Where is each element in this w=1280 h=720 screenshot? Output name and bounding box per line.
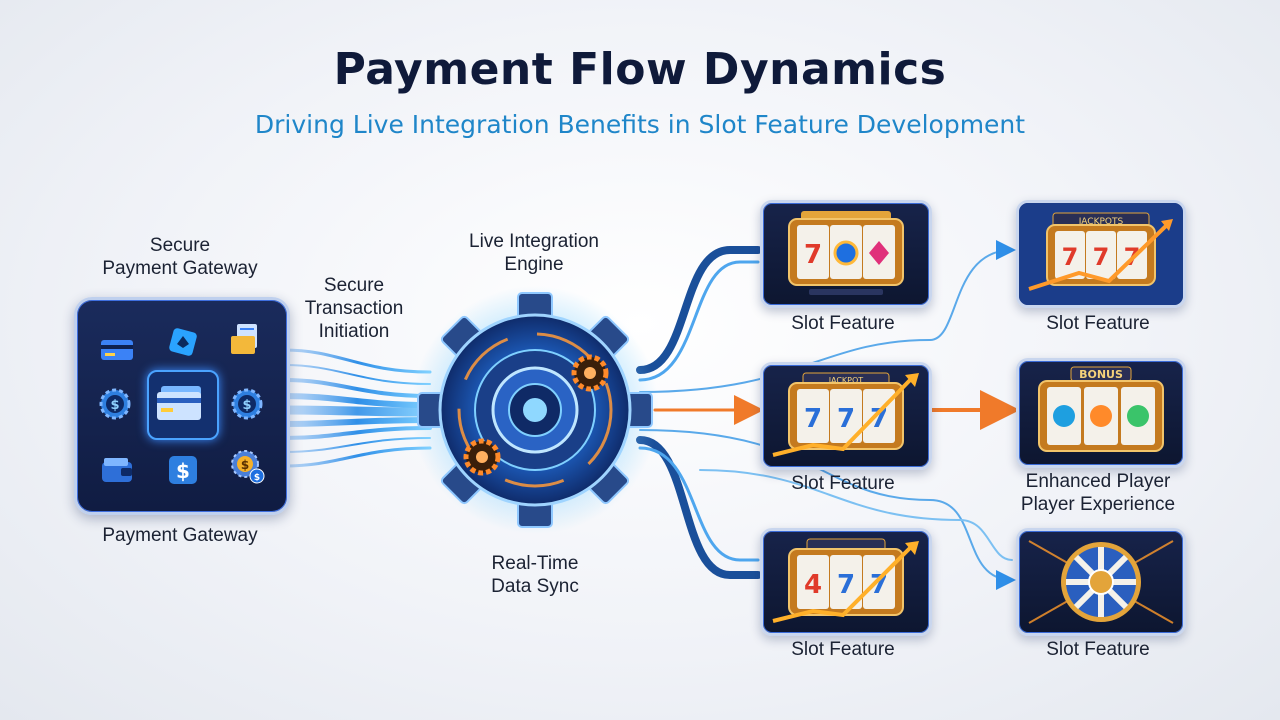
- svg-text:$: $: [241, 458, 249, 472]
- engine-label: Live Integration Engine: [434, 230, 634, 276]
- gateway-bottom-label: Payment Gateway: [102, 525, 258, 546]
- experience-label-line1: Enhanced Player: [1025, 471, 1171, 492]
- gateway-top-label-line2: Payment Gateway: [102, 258, 258, 279]
- svg-text:7: 7: [870, 570, 888, 600]
- slot-label-mid-middle: Slot Feature: [791, 473, 895, 494]
- page-title: Payment Flow Dynamics: [333, 44, 947, 95]
- slot-machine-jackpot-icon: JACKPOTS 7 7 7: [1019, 203, 1183, 305]
- engine-label-line1: Live Integration: [469, 231, 599, 252]
- slot-machine-bottom-icon: 4 7 7: [772, 538, 919, 623]
- experience-label-line2: Player Experience: [1020, 494, 1176, 515]
- svg-text:7: 7: [804, 240, 822, 270]
- payment-gateway-panel: $ $ $ $ $: [74, 297, 290, 515]
- svg-text:7: 7: [837, 404, 855, 434]
- center-card-box: [147, 370, 219, 440]
- slot-machine-bonus-icon: BONUS: [1038, 366, 1164, 452]
- svg-text:$: $: [254, 473, 260, 483]
- svg-text:$: $: [242, 398, 251, 413]
- dollar-icon: $: [169, 456, 197, 484]
- engine-label-line2: Engine: [504, 254, 564, 275]
- slot-panel-top-right: JACKPOTS 7 7 7: [1016, 200, 1186, 308]
- document-icon: [231, 324, 257, 354]
- input-stream: [279, 348, 435, 468]
- slot-panel-mid-middle: JACKPOT 7 7 7: [760, 362, 932, 470]
- slot-label-top-middle: Slot Feature: [791, 313, 895, 334]
- svg-text:4: 4: [804, 570, 822, 600]
- slot-panel-mid-right: BONUS: [1016, 358, 1186, 468]
- svg-text:7: 7: [1062, 243, 1079, 271]
- slot-label-bottom-middle: Slot Feature: [791, 639, 895, 660]
- slot-machine-icon: 7: [788, 211, 904, 295]
- credit-card-icon: [101, 340, 133, 360]
- slot-label-top-right: Slot Feature: [1046, 313, 1150, 334]
- svg-text:$: $: [176, 459, 190, 483]
- svg-text:7: 7: [1093, 243, 1110, 271]
- wallet-icon: [102, 458, 132, 482]
- gear-dollar-icon: $: [231, 388, 263, 420]
- slot-panel-bottom-right: [1016, 528, 1186, 636]
- gateway-top-label-line1: Secure: [149, 235, 211, 256]
- gateway-top-label: Secure Payment Gateway: [70, 234, 290, 280]
- initiation-label: Secure Transaction Initiation: [284, 274, 424, 343]
- slot-label-bottom-right: Slot Feature: [1046, 639, 1150, 660]
- card-stack-icon: [157, 386, 201, 420]
- svg-text:7: 7: [837, 570, 855, 600]
- sync-label: Real-Time Data Sync: [460, 552, 610, 598]
- slot-machine-growth-icon: JACKPOT 7 7 7: [772, 372, 919, 457]
- svg-text:$: $: [110, 398, 119, 413]
- slot-panel-bottom-middle: 4 7 7: [760, 528, 932, 636]
- wheel-of-fortune-icon: [1028, 540, 1174, 624]
- svg-text:BONUS: BONUS: [1079, 368, 1123, 381]
- experience-label: Enhanced Player Player Experience: [1000, 470, 1196, 516]
- initiation-label-line3: Initiation: [318, 321, 390, 342]
- svg-text:JACKPOTS: JACKPOTS: [1078, 217, 1124, 227]
- small-gear-bottom-left: [463, 438, 501, 476]
- svg-text:7: 7: [804, 404, 822, 434]
- page-subtitle: Driving Live Integration Benefits in Slo…: [254, 110, 1026, 139]
- coin-gear-icon: $ $: [231, 450, 265, 484]
- gear-dollar-icon: $: [99, 388, 131, 420]
- small-gear-top-right: [571, 354, 609, 392]
- slot-panel-top-middle: 7: [760, 200, 932, 308]
- sync-label-line2: Data Sync: [491, 576, 579, 597]
- svg-text:JACKPOT: JACKPOT: [828, 376, 864, 385]
- initiation-label-line2: Transaction: [304, 298, 404, 319]
- sync-label-line1: Real-Time: [491, 553, 579, 574]
- shield-icon: [169, 328, 197, 356]
- svg-text:7: 7: [870, 404, 888, 434]
- integration-engine-gear-icon: [411, 286, 659, 534]
- output-paths: [636, 240, 1020, 590]
- initiation-label-line1: Secure: [323, 275, 385, 296]
